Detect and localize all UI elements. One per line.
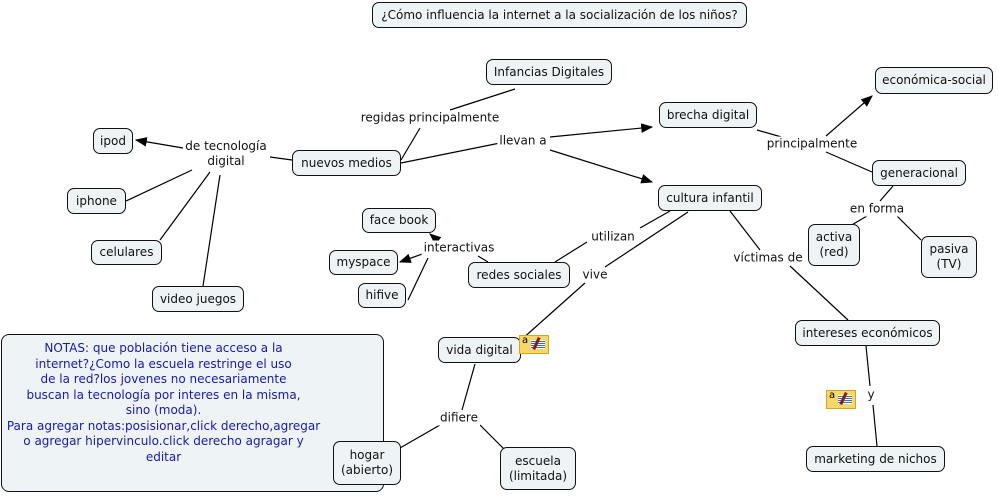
link-regidas-principalmente: regidas principalmente — [358, 110, 502, 126]
node-generacional[interactable]: generacional — [872, 160, 966, 186]
node-escuela-limitada[interactable]: escuela (limitada) — [500, 447, 576, 490]
link-utilizan: utilizan — [589, 229, 637, 245]
node-brecha-digital[interactable]: brecha digital — [659, 102, 757, 128]
node-infancias-digitales[interactable]: Infancias Digitales — [486, 59, 612, 85]
link-principalmente: principalmente — [764, 136, 860, 152]
node-hifive[interactable]: hifive — [358, 283, 406, 308]
node-hogar-abierto[interactable]: hogar (abierto) — [333, 441, 401, 485]
annotation-note-icon[interactable]: a — [519, 335, 549, 354]
node-celulares[interactable]: celulares — [91, 240, 162, 265]
node-nuevos-medios[interactable]: nuevos medios — [292, 150, 401, 176]
node-redes-sociales[interactable]: redes sociales — [468, 262, 570, 288]
node-myspace[interactable]: myspace — [329, 250, 398, 275]
node-ipod[interactable]: ipod — [93, 128, 133, 154]
link-y: y — [865, 387, 877, 403]
map-title[interactable]: ¿Cómo influencia la internet a la social… — [372, 2, 747, 28]
node-vida-digital[interactable]: vida digital — [438, 337, 521, 363]
link-vive: vive — [580, 267, 610, 283]
link-en-forma: en forma — [847, 201, 907, 217]
note-icon-letter: a — [522, 335, 529, 346]
notes-box[interactable]: NOTAS: que población tiene acceso a la i… — [1, 334, 384, 492]
link-victimas-de: víctimas de — [731, 250, 805, 266]
annotation-note-icon[interactable]: a — [826, 390, 856, 409]
link-llevan-a: llevan a — [497, 133, 549, 149]
link-difiere: difiere — [438, 410, 480, 426]
node-economica-social[interactable]: económica-social — [875, 67, 993, 94]
node-cultura-infantil[interactable]: cultura infantil — [658, 185, 762, 211]
node-intereses-economicos[interactable]: intereses económicos — [795, 320, 940, 346]
node-iphone[interactable]: iphone — [67, 188, 126, 214]
node-activa-red[interactable]: activa (red) — [808, 224, 860, 266]
node-pasiva-tv[interactable]: pasiva (TV) — [921, 236, 977, 278]
link-interactivas: interactivas — [421, 240, 497, 256]
link-de-tecnologia-digital: de tecnología digital — [183, 139, 269, 169]
node-marketing-de-nichos[interactable]: marketing de nichos — [806, 446, 945, 472]
node-face-book[interactable]: face book — [362, 208, 436, 233]
node-video-juegos[interactable]: video juegos — [152, 286, 244, 312]
note-icon-letter: a — [829, 390, 836, 401]
